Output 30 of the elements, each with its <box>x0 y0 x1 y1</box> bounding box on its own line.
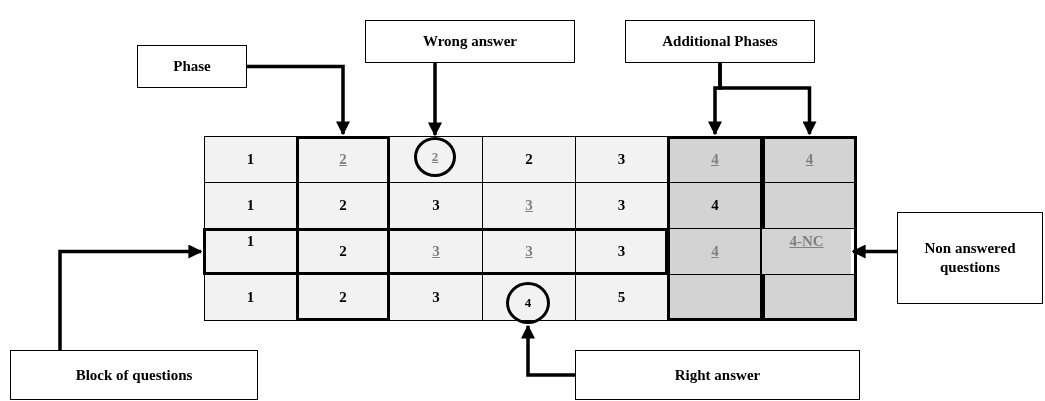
callout-box: Phase <box>137 45 247 88</box>
table-cell: 4 <box>667 228 763 275</box>
column-outline <box>296 136 390 321</box>
callout-box: Block of questions <box>10 350 258 400</box>
arrow <box>521 324 575 377</box>
arrow <box>247 64 350 136</box>
callout-box: Right answer <box>575 350 860 400</box>
arrow <box>58 244 203 350</box>
callout-box: Additional Phases <box>625 20 815 63</box>
table-cell: 3 <box>482 182 576 229</box>
callout-box: Wrong answer <box>365 20 575 63</box>
table-cell: 4-NC <box>762 228 851 275</box>
table-cell: 1 <box>204 182 297 229</box>
callout-box: Non answered questions <box>897 212 1043 304</box>
arrow <box>428 63 442 137</box>
answer-circle: 2 <box>414 137 456 177</box>
column-outline <box>762 136 857 321</box>
arrow <box>718 63 817 136</box>
table-cell: 3 <box>575 136 668 183</box>
table-cell: 3 <box>389 274 483 321</box>
table-cell: 5 <box>575 274 668 321</box>
table-cell: 1 <box>204 136 297 183</box>
arrow <box>851 244 897 259</box>
table-cell: 4 <box>667 182 763 229</box>
table-cell: 1 <box>204 274 297 321</box>
table-cell: 2 <box>482 136 576 183</box>
table-cell: 3 <box>575 182 668 229</box>
row-outline <box>203 228 668 275</box>
answer-circle: 4 <box>506 282 550 324</box>
table-cell: 3 <box>389 182 483 229</box>
